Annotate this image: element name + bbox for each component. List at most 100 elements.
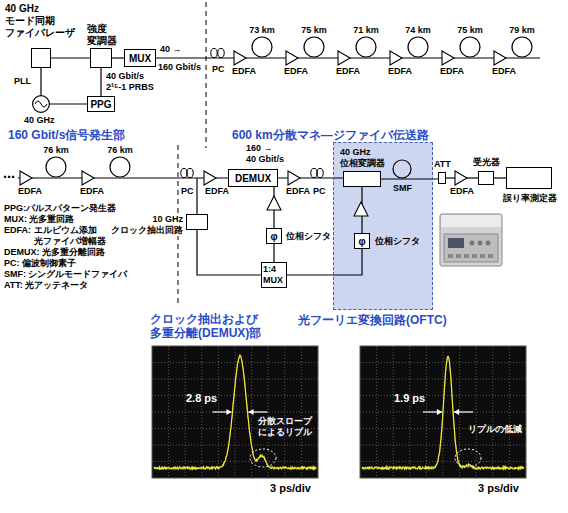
ber-tester-box: 誤り率測定器 xyxy=(506,167,552,189)
text-holder: 光フーリエ変換回路(OFTC) xyxy=(298,313,447,327)
text-holder: 3 ps/div xyxy=(478,482,519,495)
amplifier-symbol xyxy=(442,51,454,65)
text-holder: 位相シフタ xyxy=(375,236,420,247)
amplifier-symbol xyxy=(338,51,350,65)
text-holder: 79 km xyxy=(505,25,539,36)
node-heading: 誤り率測定器 xyxy=(503,193,557,204)
box-text: φ xyxy=(357,236,366,247)
ripple-marker xyxy=(250,449,276,467)
text-holder: 40 → xyxy=(160,44,182,55)
figure-label: EDFA xyxy=(232,66,256,77)
figure-label: 40 → xyxy=(160,44,182,55)
amplifier-symbol xyxy=(234,51,246,65)
grid-line xyxy=(152,395,318,396)
oscilloscope-screen xyxy=(360,346,526,478)
fiber-spool xyxy=(393,160,411,178)
trace-noise xyxy=(154,355,316,469)
ripple-marker xyxy=(455,449,481,467)
text-holder: EDFA xyxy=(232,66,256,77)
equipment-screen xyxy=(448,238,464,248)
polarization-controller-loop xyxy=(181,168,187,177)
region-fill xyxy=(333,142,433,310)
abbreviation-list: PPG:パルスパターン発生器MUX: 光多重回路EDFA: エルビウム添加 光フ… xyxy=(4,203,164,291)
amplifier-symbol xyxy=(267,196,281,210)
node-heading: 40 GHz 位相変調器 xyxy=(340,147,390,169)
polarization-controller-loop xyxy=(218,48,224,57)
text-holder: EDFA xyxy=(286,186,310,197)
equipment-button xyxy=(480,254,485,258)
width-arrow-head xyxy=(249,409,254,415)
grid-line xyxy=(152,362,318,363)
figure-label: EDFA xyxy=(388,66,412,77)
figure-label: クロック抽出および 多重分離(DEMUX)部 xyxy=(150,312,280,340)
text-holder: クロック抽出および 多重分離(DEMUX)部 xyxy=(150,312,280,340)
node-heading: 強度 変調器 xyxy=(87,23,121,47)
text-holder: PC xyxy=(181,186,194,197)
equipment-button xyxy=(488,254,493,258)
fiber-spool xyxy=(408,37,428,57)
figure-label: SMF xyxy=(393,183,412,194)
connector xyxy=(50,103,87,104)
text-holder: PC xyxy=(212,64,225,75)
grid-line xyxy=(235,346,236,478)
fiber-spool xyxy=(356,37,376,57)
text-holder: EDFA xyxy=(440,66,464,77)
text-holder: 3 ps/div xyxy=(270,482,311,495)
text-holder: 10 GHz クロック抽出回路 xyxy=(105,214,183,236)
equipment-button xyxy=(464,254,469,258)
figure-label: EDFA xyxy=(336,66,360,77)
waveform-trace xyxy=(362,356,524,469)
modulator-box: 強度 変調器 xyxy=(90,48,112,68)
grid-line xyxy=(360,379,526,380)
text-holder: PLL xyxy=(14,76,31,87)
figure-label: EDFA xyxy=(450,186,474,197)
figure-label: 2.8 ps xyxy=(186,392,217,405)
grid-line xyxy=(376,346,377,478)
amplifier-symbol xyxy=(288,171,300,185)
waveform-trace xyxy=(154,355,316,469)
figure-label: 79 km xyxy=(505,25,539,36)
node-heading: 40 GHz モード同期 ファイバレーザ xyxy=(5,3,81,39)
oftc-region: 光フーリエ変換回路(OFTC)40 GHz 位相変調器φ位相シフタ xyxy=(333,142,433,310)
grid-line xyxy=(152,461,318,462)
text-holder: 76 km xyxy=(103,145,137,156)
node-heading: 位相シフタ xyxy=(375,236,420,247)
text-holder: ⋯ xyxy=(3,170,15,184)
equipment-knob xyxy=(478,241,483,246)
equipment-panel xyxy=(444,234,498,262)
figure-label: 3 ps/div xyxy=(478,482,519,495)
abbreviation-entry: DEMUX: 光多重分離回路 xyxy=(4,247,164,258)
node-heading: 40 GHz xyxy=(24,115,55,126)
figure-label: 76 km xyxy=(103,145,137,156)
amplifier-symbol xyxy=(354,202,368,216)
text-holder: 誤り率測定器 xyxy=(503,193,557,204)
amplifier-symbol xyxy=(82,171,94,185)
fiber-line xyxy=(196,178,197,214)
grid-line xyxy=(152,412,318,413)
connector xyxy=(51,57,90,58)
figure-label: PC xyxy=(212,64,225,75)
demux-box: DEMUX xyxy=(228,169,278,187)
connector xyxy=(494,177,506,178)
equipment-button xyxy=(456,254,461,258)
screen-ground xyxy=(360,346,526,478)
text-holder: 40 GHz xyxy=(24,115,55,126)
phase-shifter-box: φ位相シフタ xyxy=(266,228,282,244)
figure-label: 71 km xyxy=(349,25,383,36)
equipment-photo xyxy=(440,214,502,266)
box-text: PPG xyxy=(89,99,112,110)
figure-label: EDFA xyxy=(286,186,310,197)
fiber-spool xyxy=(110,157,130,177)
grid-line xyxy=(268,346,269,478)
connector xyxy=(381,178,438,179)
ppg-box: PPG xyxy=(87,96,115,112)
abbreviation-entry: MUX: 光多重回路 xyxy=(4,214,164,225)
abbreviation-entry: EDFA: エルビウム添加 光ファイバ増幅器 xyxy=(4,225,159,247)
fiber-spool xyxy=(252,37,272,57)
amplifier-symbol xyxy=(455,171,467,185)
figure-label: 2¹⁵-1 PRBS xyxy=(106,82,154,93)
grid-line xyxy=(201,346,202,478)
abbreviation-entry: PPG:パルスパターン発生器 xyxy=(4,203,164,214)
text-holder: PC xyxy=(313,186,326,197)
